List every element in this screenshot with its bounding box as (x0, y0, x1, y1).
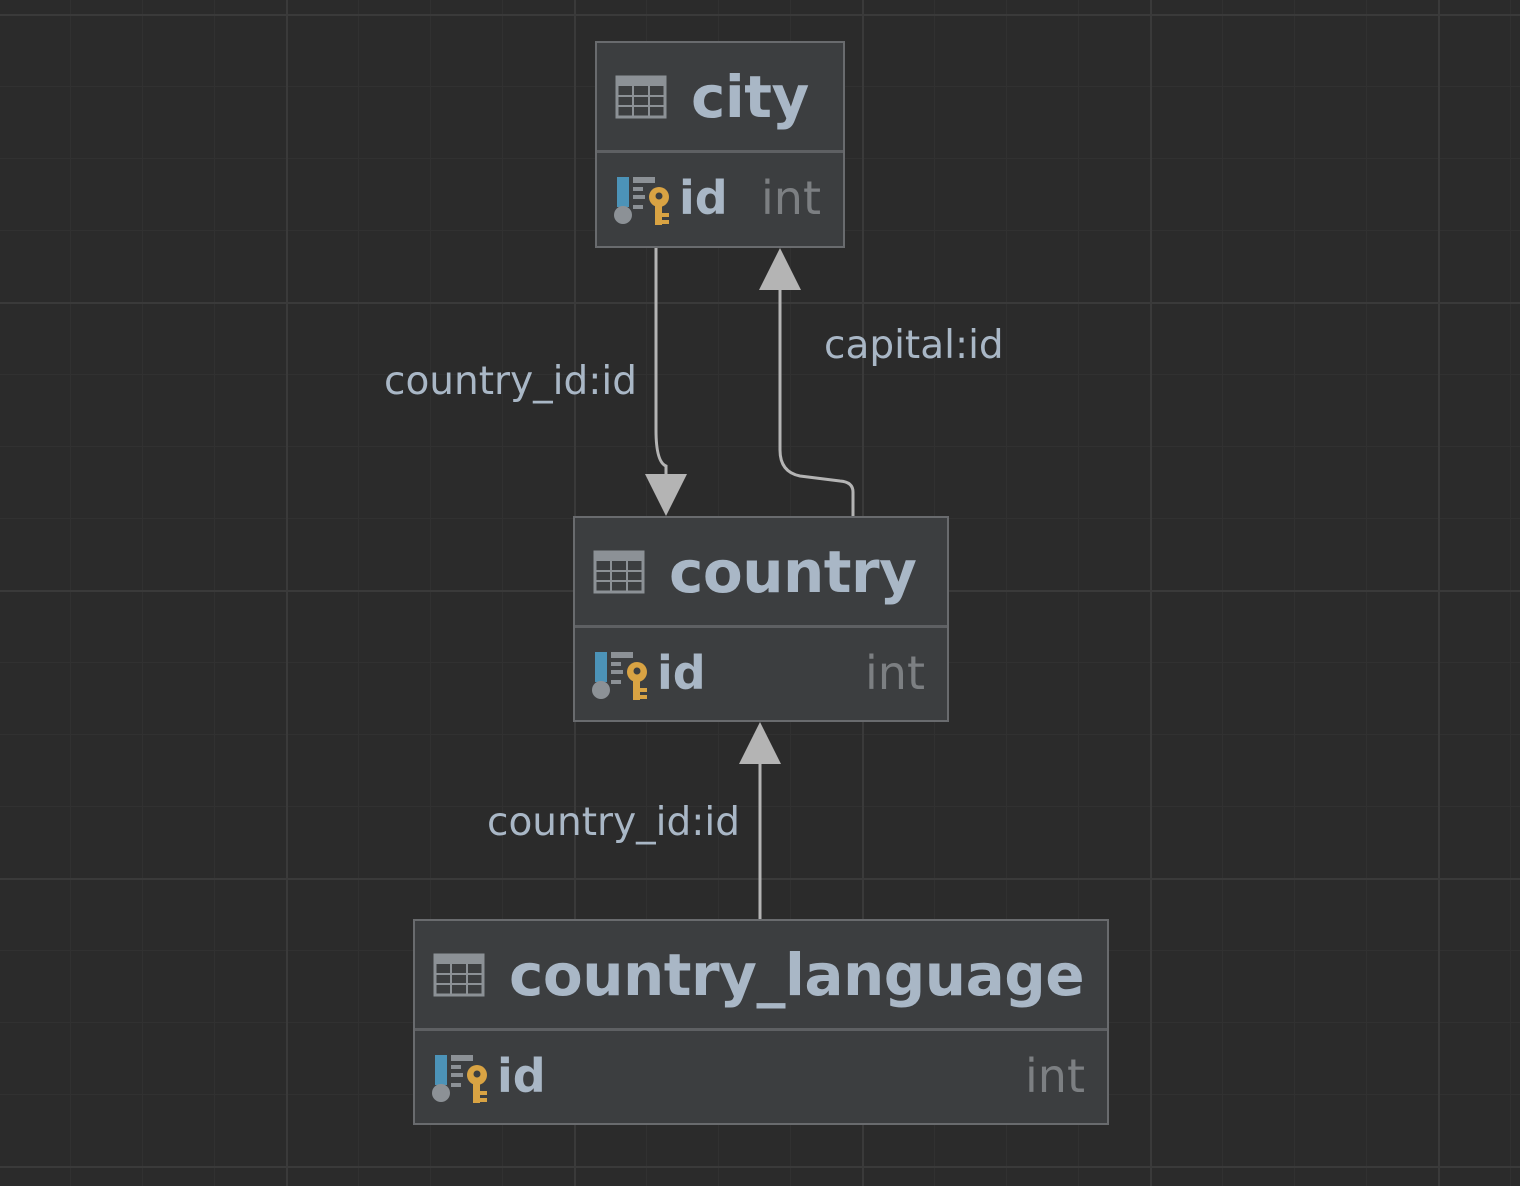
column-name: id (679, 171, 728, 225)
table-city[interactable]: city id int (595, 41, 845, 248)
table-icon (593, 550, 645, 593)
table-name: city (691, 62, 809, 131)
arrowhead-country-bottom (739, 722, 781, 764)
table-country-language[interactable]: country_language id int (413, 919, 1109, 1125)
edge-label-country-city: capital:id (824, 323, 1004, 368)
column-row[interactable]: id int (575, 628, 947, 718)
edge-country-language-to-country[interactable] (739, 722, 781, 919)
arrowhead-city (759, 248, 801, 290)
column-type: int (1025, 1049, 1085, 1103)
table-country[interactable]: country id int (573, 516, 949, 722)
edge-city-to-country[interactable] (645, 248, 687, 516)
table-header: country (575, 518, 947, 628)
column-name: id (657, 646, 706, 700)
column-row[interactable]: id int (597, 153, 843, 243)
primary-key-column-icon (432, 1055, 487, 1103)
table-name: country_language (509, 940, 1085, 1009)
column-type: int (865, 646, 925, 700)
table-name: country (669, 537, 917, 606)
primary-key-column-icon (592, 652, 647, 700)
column-type: int (761, 171, 821, 225)
edge-label-city-country: country_id:id (384, 359, 637, 404)
edge-country-to-city[interactable] (759, 248, 855, 517)
primary-key-column-icon (614, 177, 669, 225)
arrowhead-country (645, 474, 687, 516)
column-row[interactable]: id int (415, 1031, 1107, 1121)
column-name: id (497, 1049, 546, 1103)
table-header: city (597, 43, 843, 153)
edge-label-country-language-country: country_id:id (487, 800, 740, 845)
table-icon (433, 953, 485, 996)
table-header: country_language (415, 921, 1107, 1031)
table-icon (615, 75, 667, 118)
